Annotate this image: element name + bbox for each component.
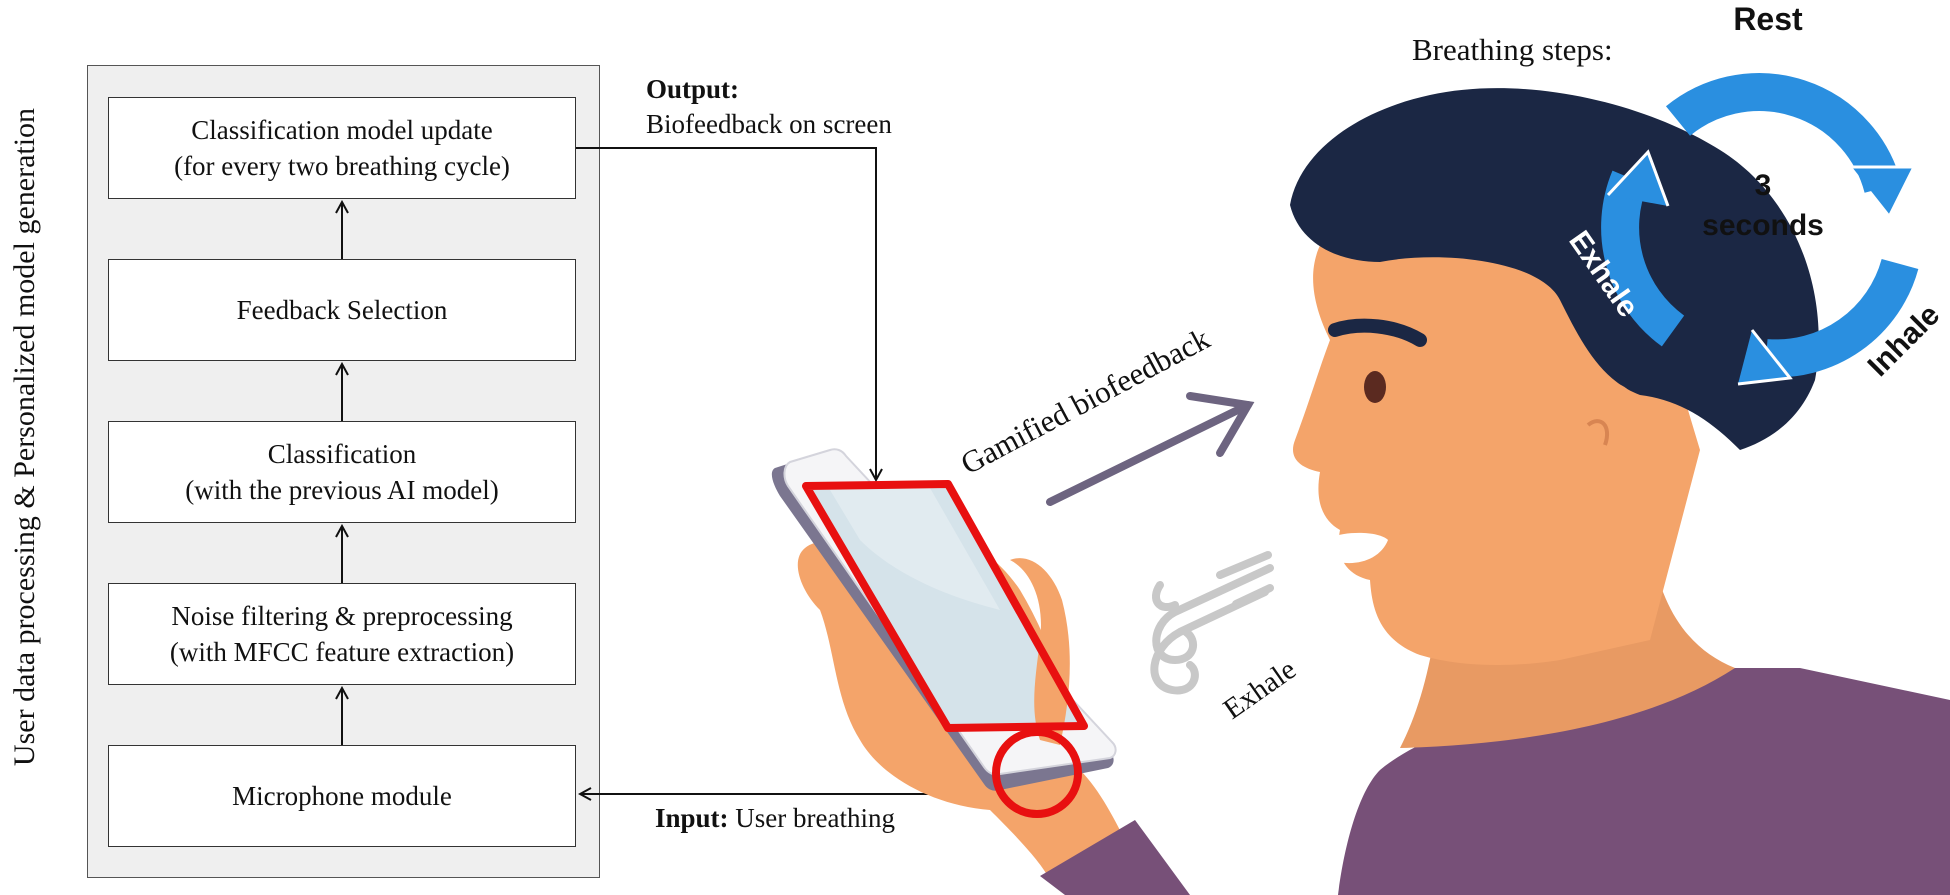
classification-box: Classification (with the previous AI mod… [108,421,576,523]
rest-label: Rest [1733,1,1803,37]
wind-icon [1150,551,1274,695]
feedback-selection-title: Feedback Selection [236,295,448,325]
screen-highlight [802,480,1088,732]
input-caption: Input: User breathing [655,803,895,834]
output-label: Output: [646,74,740,104]
noise-filtering-title: Noise filtering & preprocessing [171,601,513,631]
gamified-label: Gamified biofeedback [955,320,1216,481]
microphone-box: Microphone module [108,745,576,847]
model-update-title: Classification model update [191,115,493,145]
input-text: User breathing [735,803,895,833]
arrow-output-to-phone [576,147,876,480]
classification-title: Classification [267,439,417,469]
input-label: Input: [655,803,729,833]
person-illustration [1290,88,1950,895]
model-update-box: Classification model update (for every t… [108,97,576,199]
exhale-label: Exhale [1218,653,1302,725]
breathing-steps-title: Breathing steps: [1412,32,1613,67]
noise-filtering-subtitle: (with MFCC feature extraction) [169,637,515,667]
cycle-arrow-outlines [1606,149,1917,386]
output-text: Biofeedback on screen [646,109,892,139]
model-update-subtitle: (for every two breathing cycle) [174,151,510,181]
classification-subtitle: (with the previous AI model) [185,475,499,505]
cycle-unit: seconds [1702,209,1824,242]
cycle-number: 3 [1755,169,1772,202]
cycle-arrows-icon [1601,73,1919,378]
gamified-arrow [1046,392,1255,506]
microphone-title: Microphone module [232,781,452,811]
noise-filtering-box: Noise filtering & preprocessing (with MF… [108,583,576,685]
microphone-highlight [992,728,1082,818]
feedback-selection-box: Feedback Selection [108,259,576,361]
smartphone-icon [771,448,1117,791]
